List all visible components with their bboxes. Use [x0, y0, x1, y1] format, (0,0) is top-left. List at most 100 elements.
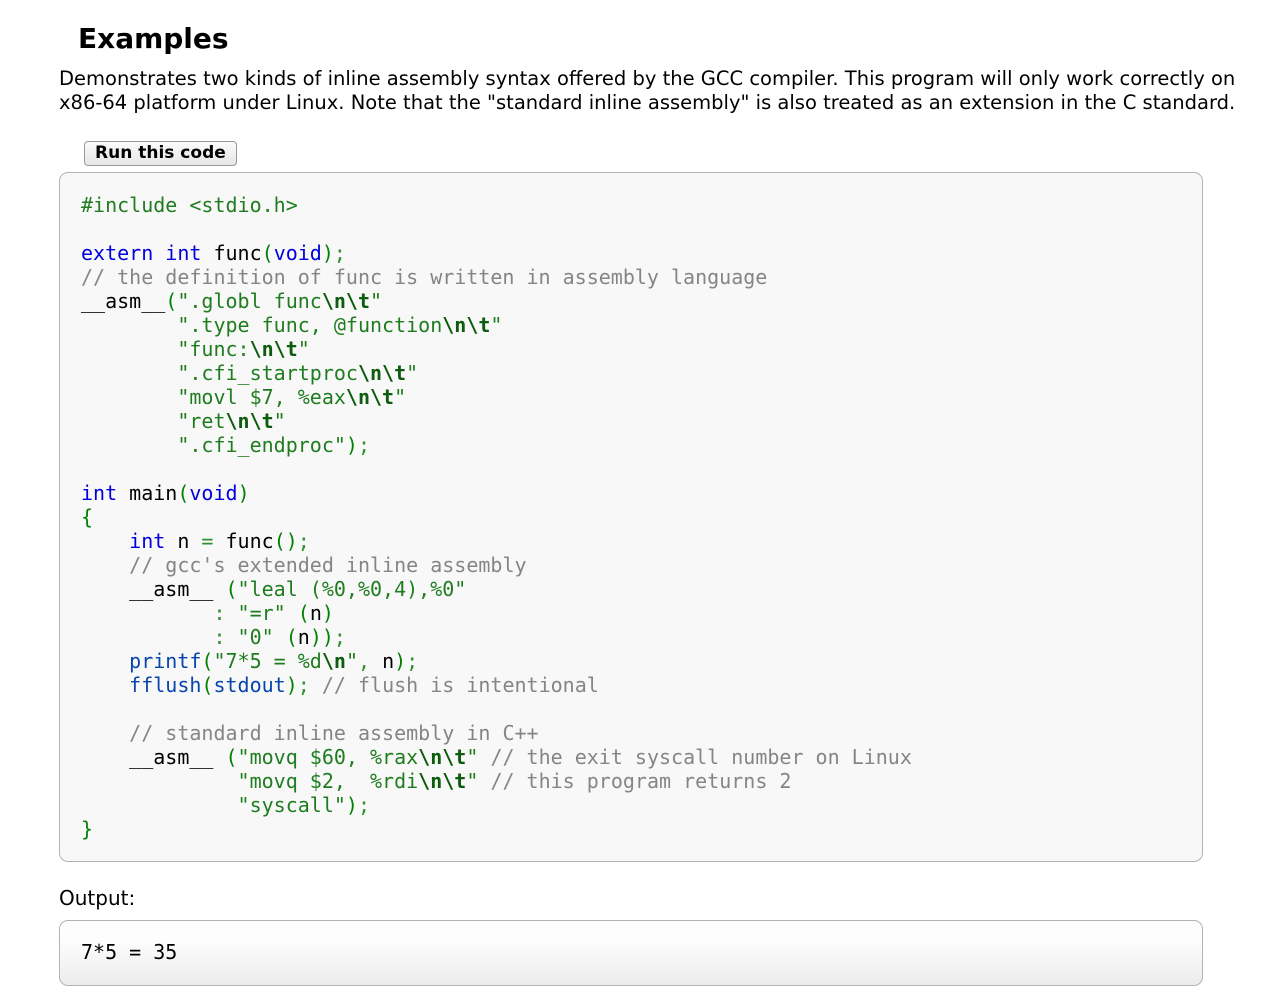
- code-token: ): [285, 673, 298, 697]
- code-token: "syscall": [237, 793, 346, 817]
- code-token: ): [345, 433, 358, 457]
- code-token: \n\t: [345, 385, 395, 409]
- code-token: main: [117, 481, 178, 505]
- code-token: [81, 649, 129, 673]
- code-line: #include <stdio.h>: [81, 193, 1202, 217]
- code-token: void: [189, 481, 238, 505]
- code-token: ".globl func: [177, 289, 322, 313]
- code-token: __asm__: [81, 289, 166, 313]
- code-token: "movl $7, %eax: [177, 385, 346, 409]
- code-token: ".cfi_endproc": [177, 433, 346, 457]
- code-token: int: [129, 529, 166, 553]
- code-token: ": [466, 745, 479, 769]
- description-line: x86-64 platform under Linux. Note that t…: [59, 91, 1236, 114]
- output-box: 7*5 = 35: [59, 920, 1203, 986]
- code-token: ;: [297, 673, 310, 697]
- code-token: func: [213, 529, 274, 553]
- code-line: [81, 457, 1202, 481]
- run-code-button[interactable]: Run this code: [84, 141, 237, 166]
- code-token: (: [225, 745, 238, 769]
- code-token: [81, 409, 177, 433]
- code-token: ,: [357, 649, 371, 673]
- code-token: [478, 745, 490, 769]
- code-token: ": [370, 289, 383, 313]
- code-token: [286, 601, 298, 625]
- code-token: [81, 553, 129, 577]
- code-token: "leal (%0,%0,4),%0": [237, 577, 467, 601]
- code-token: (: [225, 577, 238, 601]
- code-token: extern: [81, 241, 154, 265]
- code-token: ": [466, 769, 479, 793]
- code-token: ".cfi_startproc: [177, 361, 358, 385]
- code-token: [81, 721, 129, 745]
- code-token: ): [394, 649, 407, 673]
- code-token: ;: [333, 625, 346, 649]
- code-token: ;: [406, 649, 419, 673]
- code-token: [81, 769, 238, 793]
- output-text: 7*5 = 35: [81, 940, 178, 964]
- code-line: : "0" (n));: [81, 625, 1202, 649]
- code-line: {: [81, 505, 1202, 529]
- run-button-row: Run this code: [59, 115, 1280, 172]
- code-token: (: [261, 241, 274, 265]
- code-token: n: [297, 625, 310, 649]
- code-token: )): [309, 625, 334, 649]
- code-token: [226, 601, 238, 625]
- code-token: // flush is intentional: [321, 673, 599, 697]
- code-token: ": [273, 409, 286, 433]
- code-token: \n\t: [418, 769, 467, 793]
- code-token: #include <stdio.h>: [81, 193, 298, 217]
- code-token: "7*5 = %d: [213, 649, 322, 673]
- code-token: \n: [321, 649, 346, 673]
- code-token: n: [165, 529, 202, 553]
- code-token: [81, 337, 177, 361]
- code-token: "0": [237, 625, 274, 649]
- code-token: (: [177, 481, 190, 505]
- description-line: Demonstrates two kinds of inline assembl…: [59, 67, 1236, 90]
- code-token: // the exit syscall number on Linux: [490, 745, 912, 769]
- code-token: __asm__: [81, 577, 226, 601]
- code-token: (): [273, 529, 298, 553]
- code-token: ;: [357, 433, 370, 457]
- code-line: ".type func, @function\n\t": [81, 313, 1202, 337]
- output-label: Output:: [59, 886, 136, 910]
- code-line: int main(void): [81, 481, 1202, 505]
- code-line: ".cfi_startproc\n\t": [81, 361, 1202, 385]
- code-token: [81, 529, 129, 553]
- code-line: __asm__(".globl func\n\t": [81, 289, 1202, 313]
- code-token: [81, 673, 129, 697]
- code-token: ": [406, 361, 419, 385]
- code-token: n: [370, 649, 395, 673]
- code-token: "ret: [177, 409, 226, 433]
- code-token: \n\t: [442, 313, 491, 337]
- code-token: [81, 793, 238, 817]
- code-token: ): [321, 601, 334, 625]
- code-token: ): [237, 481, 250, 505]
- code-line: [81, 217, 1202, 241]
- code-token: \n\t: [249, 337, 298, 361]
- code-line: // standard inline assembly in C++: [81, 721, 1202, 745]
- code-token: {: [81, 505, 94, 529]
- code-line: "syscall");: [81, 793, 1202, 817]
- code-token: // the definition of func is written in …: [81, 265, 768, 289]
- code-token: ": [394, 385, 407, 409]
- code-token: :: [213, 625, 226, 649]
- code-token: int: [81, 481, 118, 505]
- code-token: (: [201, 673, 214, 697]
- code-token: "movq $60, %rax: [237, 745, 419, 769]
- code-line: __asm__ ("leal (%0,%0,4),%0": [81, 577, 1202, 601]
- code-line: // the definition of func is written in …: [81, 265, 1202, 289]
- code-token: [310, 673, 322, 697]
- code-token: ": [297, 337, 310, 361]
- code-line: "func:\n\t": [81, 337, 1202, 361]
- code-line: printf("7*5 = %d\n", n);: [81, 649, 1202, 673]
- code-token: __asm__: [81, 745, 226, 769]
- code-token: (: [165, 289, 178, 313]
- code-line: "movq $2, %rdi\n\t" // this program retu…: [81, 769, 1202, 793]
- code-token: fflush: [129, 673, 202, 697]
- code-token: [81, 313, 177, 337]
- code-token: n: [309, 601, 322, 625]
- code-token: \n\t: [418, 745, 467, 769]
- code-token: ;: [297, 529, 310, 553]
